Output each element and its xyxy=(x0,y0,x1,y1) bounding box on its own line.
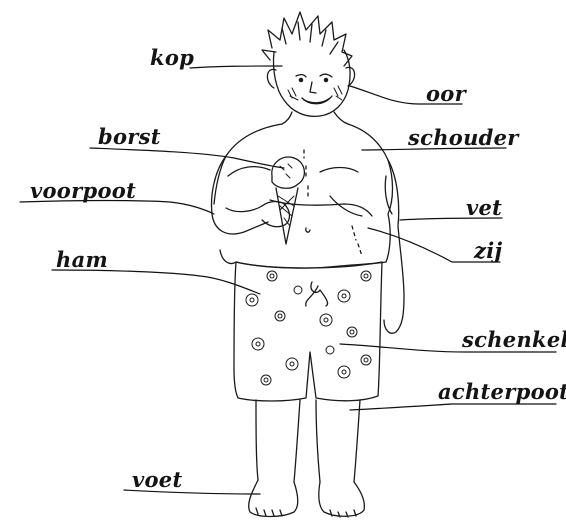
label-oor: oor xyxy=(426,83,466,104)
hair xyxy=(262,12,352,66)
right-foot xyxy=(319,482,365,517)
label-zij: zij xyxy=(474,240,502,261)
leader-ham xyxy=(52,270,260,294)
belly-fold xyxy=(270,200,372,216)
side-line xyxy=(352,226,362,256)
chest-line-right xyxy=(320,168,358,173)
chest-line xyxy=(228,167,270,176)
left-leg xyxy=(256,400,300,482)
label-schenkel: schenkel xyxy=(462,329,566,350)
right-leg xyxy=(316,400,360,482)
label-schouder: schouder xyxy=(408,127,519,148)
right-arm-fold xyxy=(385,176,392,214)
label-vet: vet xyxy=(466,197,502,218)
drawstring xyxy=(306,282,328,306)
left-foot xyxy=(249,480,298,517)
neck xyxy=(282,112,348,124)
waistband xyxy=(236,262,382,268)
ice-cream xyxy=(272,157,305,244)
shorts xyxy=(234,262,382,401)
label-ham: ham xyxy=(56,249,108,270)
leader-kop xyxy=(190,66,282,68)
face xyxy=(288,74,342,104)
label-voet: voet xyxy=(132,469,182,490)
label-kop: kop xyxy=(150,47,194,68)
label-borst: borst xyxy=(98,126,161,147)
leader-borst xyxy=(90,148,284,168)
right-arm xyxy=(384,160,404,333)
label-voorpoot: voorpoot xyxy=(30,180,136,201)
label-achterpoot: achterpoot xyxy=(438,381,566,402)
left-arm xyxy=(212,156,268,234)
torso xyxy=(214,124,393,268)
leader-achterpoot xyxy=(350,404,556,410)
navel xyxy=(306,228,310,232)
